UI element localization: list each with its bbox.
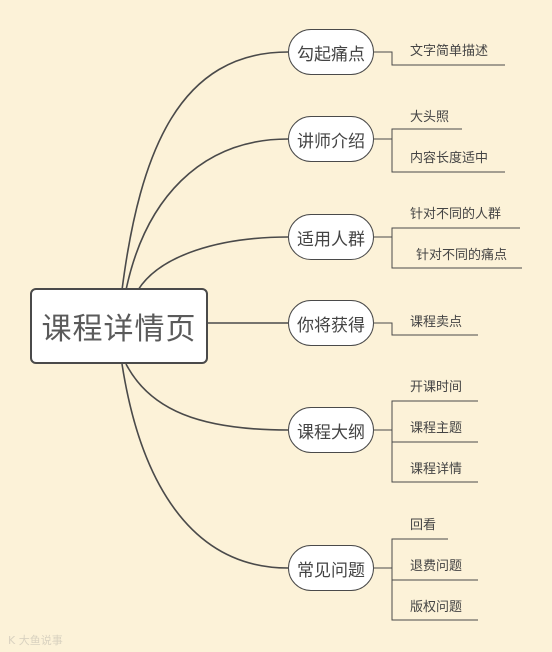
connector-root-branch-4 — [125, 363, 289, 431]
connector-root-branch-1 — [125, 138, 289, 291]
leaf-node[interactable]: 课程卖点 — [410, 315, 463, 330]
branch-node-pain-point[interactable]: 勾起痛点 — [288, 29, 374, 75]
leaf-connector-1-0 — [374, 128, 462, 140]
connector-root-branch-5 — [121, 363, 289, 569]
leaf-node[interactable]: 版权问题 — [410, 600, 463, 615]
leaf-connector-2-0 — [374, 227, 520, 238]
branch-node-audience[interactable]: 适用人群 — [288, 214, 374, 260]
leaf-connector-2-1 — [391, 237, 522, 269]
leaf-node[interactable]: 针对不同的痛点 — [416, 248, 508, 263]
leaf-connector-0-0 — [374, 51, 505, 66]
leaf-connector-1-1 — [391, 139, 505, 173]
leaf-connector-5-0 — [374, 538, 448, 569]
branch-node-gains[interactable]: 你将获得 — [288, 300, 374, 346]
leaf-node[interactable]: 内容长度适中 — [410, 151, 489, 166]
leaf-node[interactable]: 大头照 — [410, 110, 450, 125]
root-node[interactable]: 课程详情页 — [30, 288, 208, 364]
leaf-connector-4-0 — [374, 400, 478, 431]
leaf-connector-5-2 — [391, 568, 478, 621]
watermark: K 大鱼说事 — [8, 634, 63, 647]
leaf-node[interactable]: 回看 — [410, 518, 437, 533]
leaf-node[interactable]: 退费问题 — [410, 559, 463, 574]
leaf-connector-3-0 — [374, 322, 478, 336]
leaf-node[interactable]: 课程主题 — [410, 421, 463, 436]
leaf-node[interactable]: 课程详情 — [410, 462, 463, 477]
leaf-node[interactable]: 针对不同的人群 — [410, 207, 502, 222]
leaf-node[interactable]: 文字简单描述 — [410, 44, 489, 59]
connector-root-branch-2 — [137, 236, 289, 291]
branch-node-faq[interactable]: 常见问题 — [288, 545, 374, 591]
leaf-connector-4-2 — [391, 430, 478, 483]
connector-root-branch-0 — [121, 51, 289, 291]
branch-node-lecturer[interactable]: 讲师介绍 — [288, 116, 374, 162]
branch-node-outline[interactable]: 课程大纲 — [288, 407, 374, 453]
leaf-node[interactable]: 开课时间 — [410, 380, 463, 395]
